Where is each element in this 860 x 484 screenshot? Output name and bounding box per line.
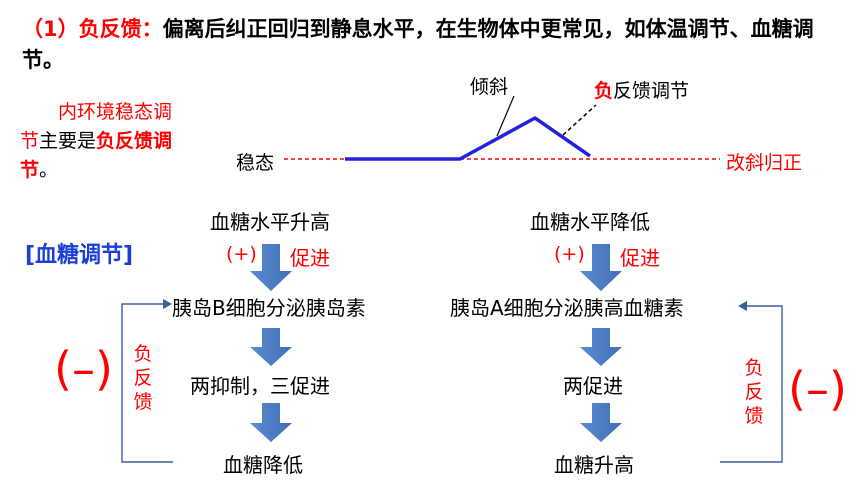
right-arrow-1: [580, 244, 622, 291]
side-note: 内环境稳态调节主要是负反馈调节。: [20, 98, 180, 185]
left-secrete: 胰岛B细胞分泌胰岛素: [172, 296, 366, 320]
left-arrow-3: [250, 403, 292, 442]
right-minus-sign: (–): [788, 362, 847, 416]
correct-label: 改斜归正: [726, 152, 803, 174]
side-note-red2: 负反馈调节: [20, 130, 173, 181]
left-end: 血糖降低: [223, 453, 303, 477]
left-loop-arrowhead: [163, 299, 172, 309]
left-plus: (+): [226, 243, 257, 265]
tilt-pointer: [496, 95, 515, 137]
feedback-regulation-label: 负反馈调节: [594, 76, 689, 103]
feedback-rest: 反馈调节: [613, 80, 690, 102]
steady-state-label: 稳态: [236, 152, 275, 174]
left-loop-label: 负反馈: [133, 343, 153, 413]
feedback-pointer: [562, 104, 597, 136]
right-promote: 促进: [620, 246, 660, 270]
right-arrow-3: [580, 403, 622, 442]
left-minus-sign: (–): [54, 342, 113, 396]
right-plus: (+): [554, 243, 585, 265]
heading-definition: 偏离后纠正回归到静息水平，在生物体中更常见，如体温调节、血糖调节。: [22, 17, 814, 72]
right-feedback-loop: [720, 305, 783, 463]
right-start: 血糖水平降低: [530, 210, 650, 234]
left-action: 两抑制，三促进: [190, 374, 330, 398]
left-start: 血糖水平升高: [210, 210, 330, 234]
deviation-curve: [345, 116, 591, 161]
side-note-red1: 内环境稳态调节: [20, 101, 173, 152]
left-arrow-1: [250, 244, 292, 291]
heading: （1）负反馈：偏离后纠正回归到静息水平，在生物体中更常见，如体温调节、血糖调节。: [22, 14, 842, 76]
right-loop-arrowhead: [738, 301, 747, 311]
left-feedback-loop: [121, 303, 173, 463]
section-title: [血糖调节]: [25, 243, 134, 268]
right-end: 血糖升高: [554, 453, 634, 477]
heading-term: （1）负反馈：: [22, 17, 163, 41]
right-secrete: 胰岛A细胞分泌胰高血糖素: [450, 296, 684, 320]
side-note-black1: 主要是: [39, 130, 97, 152]
left-arrow-2: [250, 328, 292, 366]
right-arrow-2: [580, 328, 622, 366]
right-action: 两促进: [563, 374, 623, 398]
side-note-black2: 。: [39, 159, 59, 181]
feedback-red-char: 负: [594, 80, 614, 102]
tilt-label: 倾斜: [470, 76, 509, 98]
right-loop-label: 负反馈: [744, 357, 764, 427]
left-promote: 促进: [290, 246, 330, 270]
